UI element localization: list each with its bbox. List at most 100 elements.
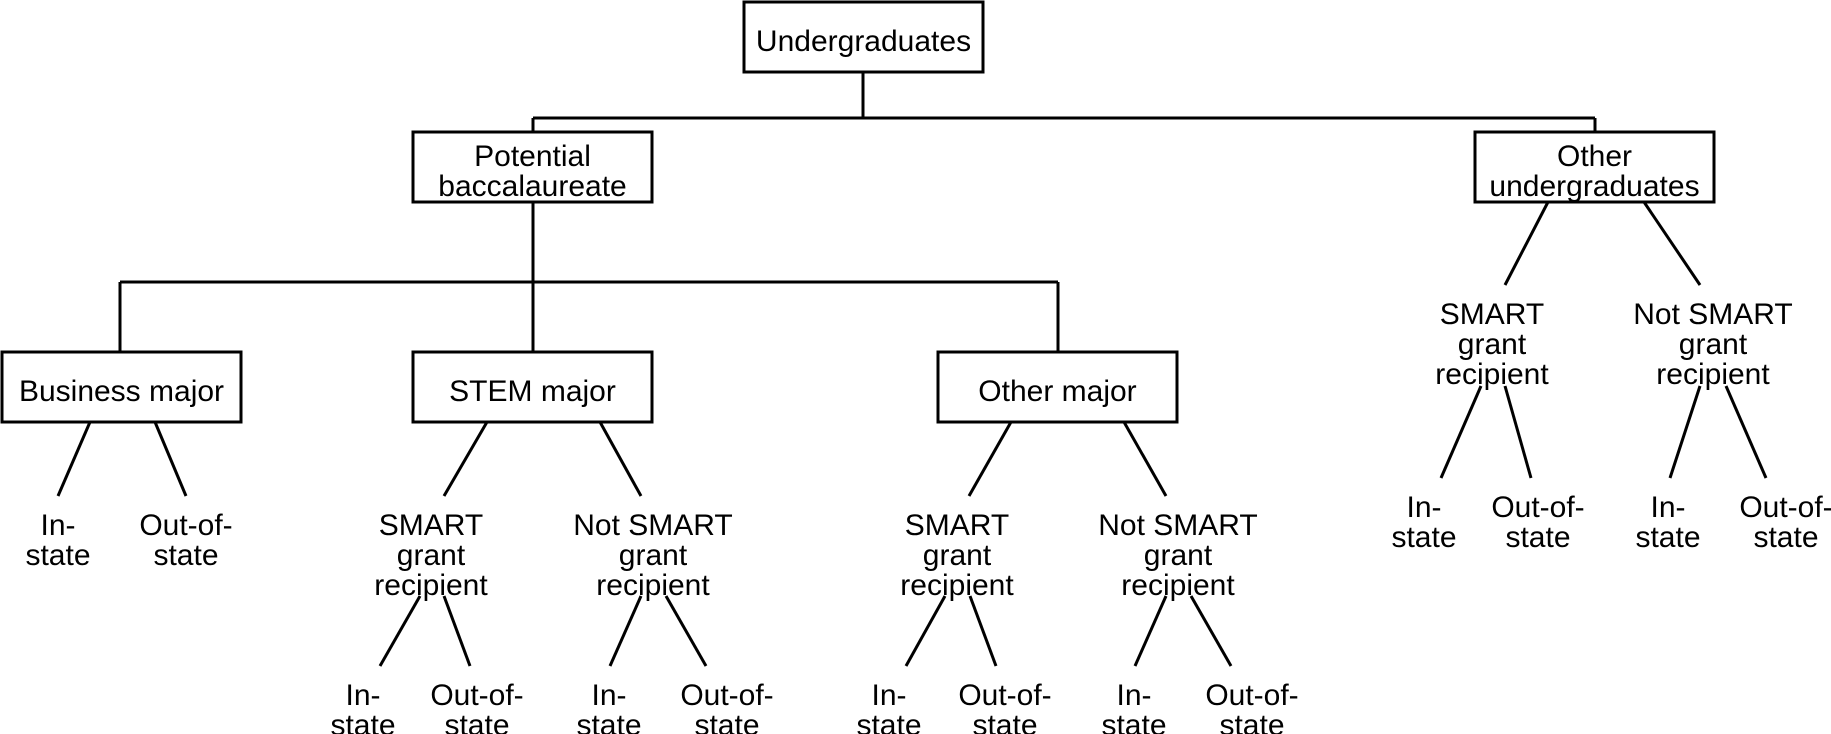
node-potential-baccalaureate-box[interactable] [411,130,654,204]
leaf-other-major-smart-out-of-state[interactable]: Out-of-state [958,679,1051,734]
node-undergraduates-box[interactable] [742,0,985,74]
leaf-stem-smart-in-state-label: In-state [330,679,395,734]
leaf-business-in-state-line-2: state [25,539,90,572]
leaf-other-ug-not-smart-out-of-state[interactable]: Out-of-state [1739,491,1831,554]
leaf-other-major-smart-in-state-line-2: state [856,709,921,734]
edge-other-major-smart-to-in-state [904,595,947,667]
edge-other-major-not-smart-to-out-of-state [1189,595,1233,667]
node-other-undergraduates-line-2: undergraduates [1489,170,1699,203]
leaf-stem-smart-out-of-state-line-1: Out-of- [430,679,523,712]
leaf-stem-smart-out-of-state-label: Out-of-state [430,679,523,734]
node-other-major-not-smart-grant-recipient-line-3: recipient [1121,569,1235,602]
leaf-other-ug-not-smart-in-state-line-2: state [1635,521,1700,554]
leaf-other-major-not-smart-in-state-line-2: state [1101,709,1166,734]
node-other-ug-not-smart-grant-recipient-line-1: Not SMART [1633,298,1792,331]
leaf-stem-smart-in-state[interactable]: In-state [330,679,395,734]
leaf-other-ug-not-smart-in-state-label: In-state [1635,491,1700,554]
node-business-major[interactable]: Business major [0,350,243,424]
node-undergraduates-line-1: Undergraduates [756,25,971,58]
node-other-major-box[interactable] [936,350,1179,424]
edge-stem-smart-to-in-state [378,595,422,667]
leaf-other-ug-smart-in-state-line-2: state [1391,521,1456,554]
node-other-undergraduates-box[interactable] [1473,130,1716,204]
leaf-other-major-smart-in-state[interactable]: In-state [856,679,921,734]
node-other-major-not-smart-grant-recipient-line-1: Not SMART [1098,509,1257,542]
node-potential-baccalaureate-line-2: baccalaureate [438,170,626,203]
node-other-major-label: Other major [978,375,1136,408]
leaf-stem-smart-out-of-state[interactable]: Out-of-state [430,679,523,734]
leaf-stem-not-smart-out-of-state-label: Out-of-state [680,679,773,734]
leaf-stem-smart-in-state-line-1: In- [345,679,380,712]
edge-other-ug-to-not-smart [1642,201,1702,286]
node-other-major-smart-grant-recipient-line-1: SMART [905,509,1009,542]
node-stem-major-line-1: STEM major [449,375,616,408]
leaf-stem-not-smart-out-of-state-line-1: Out-of- [680,679,773,712]
leaf-stem-not-smart-in-state[interactable]: In-state [576,679,641,734]
node-stem-major[interactable]: STEM major [411,350,654,424]
connector-layer [118,72,1597,352]
leaf-stem-not-smart-in-state-line-2: state [576,709,641,734]
leaf-other-major-not-smart-out-of-state-line-2: state [1219,709,1284,734]
leaf-other-ug-smart-in-state-label: In-state [1391,491,1456,554]
node-stem-smart-grant-recipient-line-1: SMART [379,509,483,542]
node-other-undergraduates-line-1: Other [1557,140,1632,173]
leaf-business-out-of-state-label: Out-of-state [139,509,232,572]
edge-other-ug-not-smart-to-out-of-state [1724,385,1768,479]
edge-other-ug-to-smart [1503,201,1550,286]
leaf-other-ug-smart-in-state-line-1: In- [1406,491,1441,524]
leaf-other-major-not-smart-in-state-line-1: In- [1116,679,1151,712]
edge-stem-to-smart [442,421,489,497]
leaf-other-ug-smart-out-of-state-line-2: state [1505,521,1570,554]
edge-stem-to-not-smart [598,421,643,497]
edge-other-ug-not-smart-to-in-state [1668,385,1702,479]
leaf-other-ug-smart-out-of-state[interactable]: Out-of-state [1491,491,1584,554]
edge-other-major-smart-to-out-of-state [968,595,998,667]
leaf-business-in-state[interactable]: In-state [25,509,90,572]
node-business-major-line-1: Business major [19,375,224,408]
leaf-other-major-smart-out-of-state-label: Out-of-state [958,679,1051,734]
node-stem-major-box[interactable] [411,350,654,424]
leaf-other-major-smart-in-state-line-1: In- [871,679,906,712]
node-undergraduates[interactable]: Undergraduates [742,0,985,74]
leaf-business-out-of-state[interactable]: Out-of-state [139,509,232,572]
leaf-stem-not-smart-in-state-line-1: In- [591,679,626,712]
node-other-major-smart-grant-recipient-line-2: grant [923,539,992,572]
edge-other-ug-smart-to-out-of-state [1503,385,1533,479]
leaf-other-ug-smart-out-of-state-label: Out-of-state [1491,491,1584,554]
leaf-other-major-not-smart-in-state[interactable]: In-state [1101,679,1166,734]
node-other-ug-smart-grant-recipient-line-2: grant [1458,328,1527,361]
node-business-major-box[interactable] [0,350,243,424]
node-stem-smart-grant-recipient-line-2: grant [397,539,466,572]
edge-other-ug-smart-to-in-state [1439,385,1483,479]
leaf-business-out-of-state-line-1: Out-of- [139,509,232,542]
leaf-other-major-not-smart-out-of-state[interactable]: Out-of-state [1205,679,1298,734]
edge-other-major-to-not-smart [1122,421,1168,497]
node-other-major-not-smart-grant-recipient-line-2: grant [1144,539,1213,572]
leaf-other-ug-smart-in-state[interactable]: In-state [1391,491,1456,554]
node-other-major-smart-grant-recipient-line-3: recipient [900,569,1014,602]
leaf-label-layer: In-stateOut-of-stateIn-stateOut-of-state… [25,491,1831,734]
leaf-stem-not-smart-out-of-state-line-2: state [694,709,759,734]
leaf-business-out-of-state-line-2: state [153,539,218,572]
node-other-major[interactable]: Other major [936,350,1179,424]
leaf-other-major-smart-in-state-label: In-state [856,679,921,734]
leaf-stem-not-smart-out-of-state[interactable]: Out-of-state [680,679,773,734]
leaf-other-major-not-smart-out-of-state-label: Out-of-state [1205,679,1298,734]
leaf-other-ug-not-smart-out-of-state-line-2: state [1753,521,1818,554]
node-business-major-label: Business major [19,375,224,408]
leaf-other-ug-not-smart-in-state[interactable]: In-state [1635,491,1700,554]
